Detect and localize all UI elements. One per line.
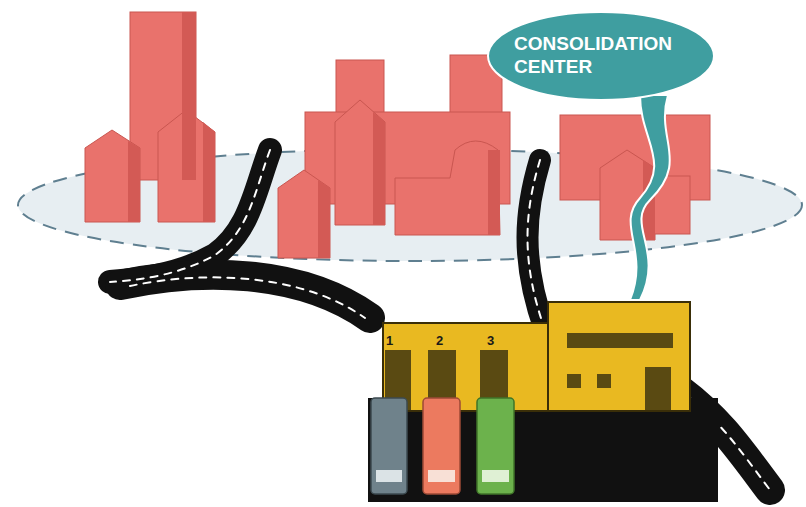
trucks xyxy=(371,398,514,494)
bubble-shape xyxy=(488,12,714,100)
city-buildings xyxy=(85,12,710,258)
dock-number: 2 xyxy=(436,334,443,348)
dock-number: 3 xyxy=(487,334,494,348)
bubble-text: CONSOLIDATION CENTER xyxy=(514,32,679,78)
bubble-tail xyxy=(630,95,670,300)
yard xyxy=(368,398,718,502)
dock-number: 1 xyxy=(386,334,393,348)
warehouse xyxy=(383,302,690,411)
speech-bubble: CONSOLIDATION CENTER xyxy=(486,10,716,102)
